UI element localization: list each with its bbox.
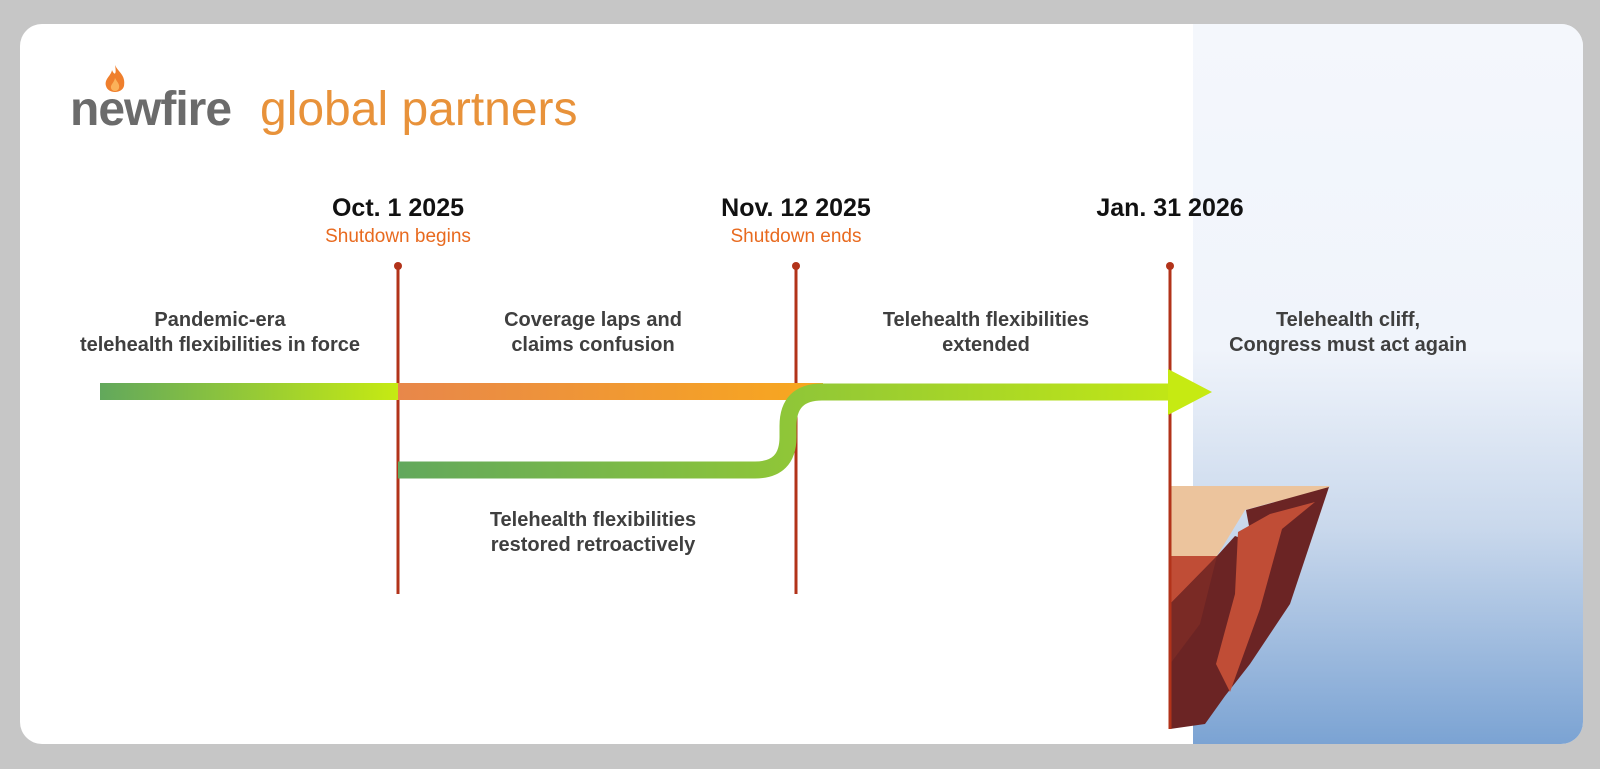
timeline-panel: newfire global partners Oct. 1 2025 Shut… — [20, 24, 1583, 744]
label-telehealth-cliff: Telehealth cliff, Congress must act agai… — [1229, 309, 1467, 356]
flame-icon — [105, 65, 125, 92]
label-coverage-lapse: Coverage laps and claims confusion — [504, 309, 682, 356]
label-restored-retroactively: Telehealth flexibilities restored retroa… — [489, 509, 697, 556]
label-pandemic-era: Pandemic-era telehealth flexibilities in… — [79, 309, 361, 356]
marker-dot-jan — [1166, 262, 1174, 270]
marker-dot-oct — [394, 262, 402, 270]
event-shutdown-begins: Shutdown begins — [325, 226, 471, 247]
label-flexibilities-extended: Telehealth flexibilities extended — [882, 309, 1090, 356]
date-oct-1-2025: Oct. 1 2025 — [331, 194, 465, 222]
cliff-illustration — [1170, 486, 1330, 729]
bar-retroactive-restore — [398, 383, 1170, 479]
logo-brand: newfire — [70, 83, 232, 136]
event-shutdown-ends: Shutdown ends — [730, 226, 862, 247]
arrow-head — [1168, 369, 1212, 415]
date-nov-12-2025: Nov. 12 2025 — [721, 194, 871, 222]
timeline-graphic — [100, 262, 1330, 729]
date-jan-31-2026: Jan. 31 2026 — [1096, 194, 1244, 222]
marker-dot-nov — [792, 262, 800, 270]
logo-tagline: global partners — [260, 83, 578, 136]
bar-coverage-lapse — [398, 383, 823, 400]
bar-pandemic-era — [100, 383, 398, 400]
